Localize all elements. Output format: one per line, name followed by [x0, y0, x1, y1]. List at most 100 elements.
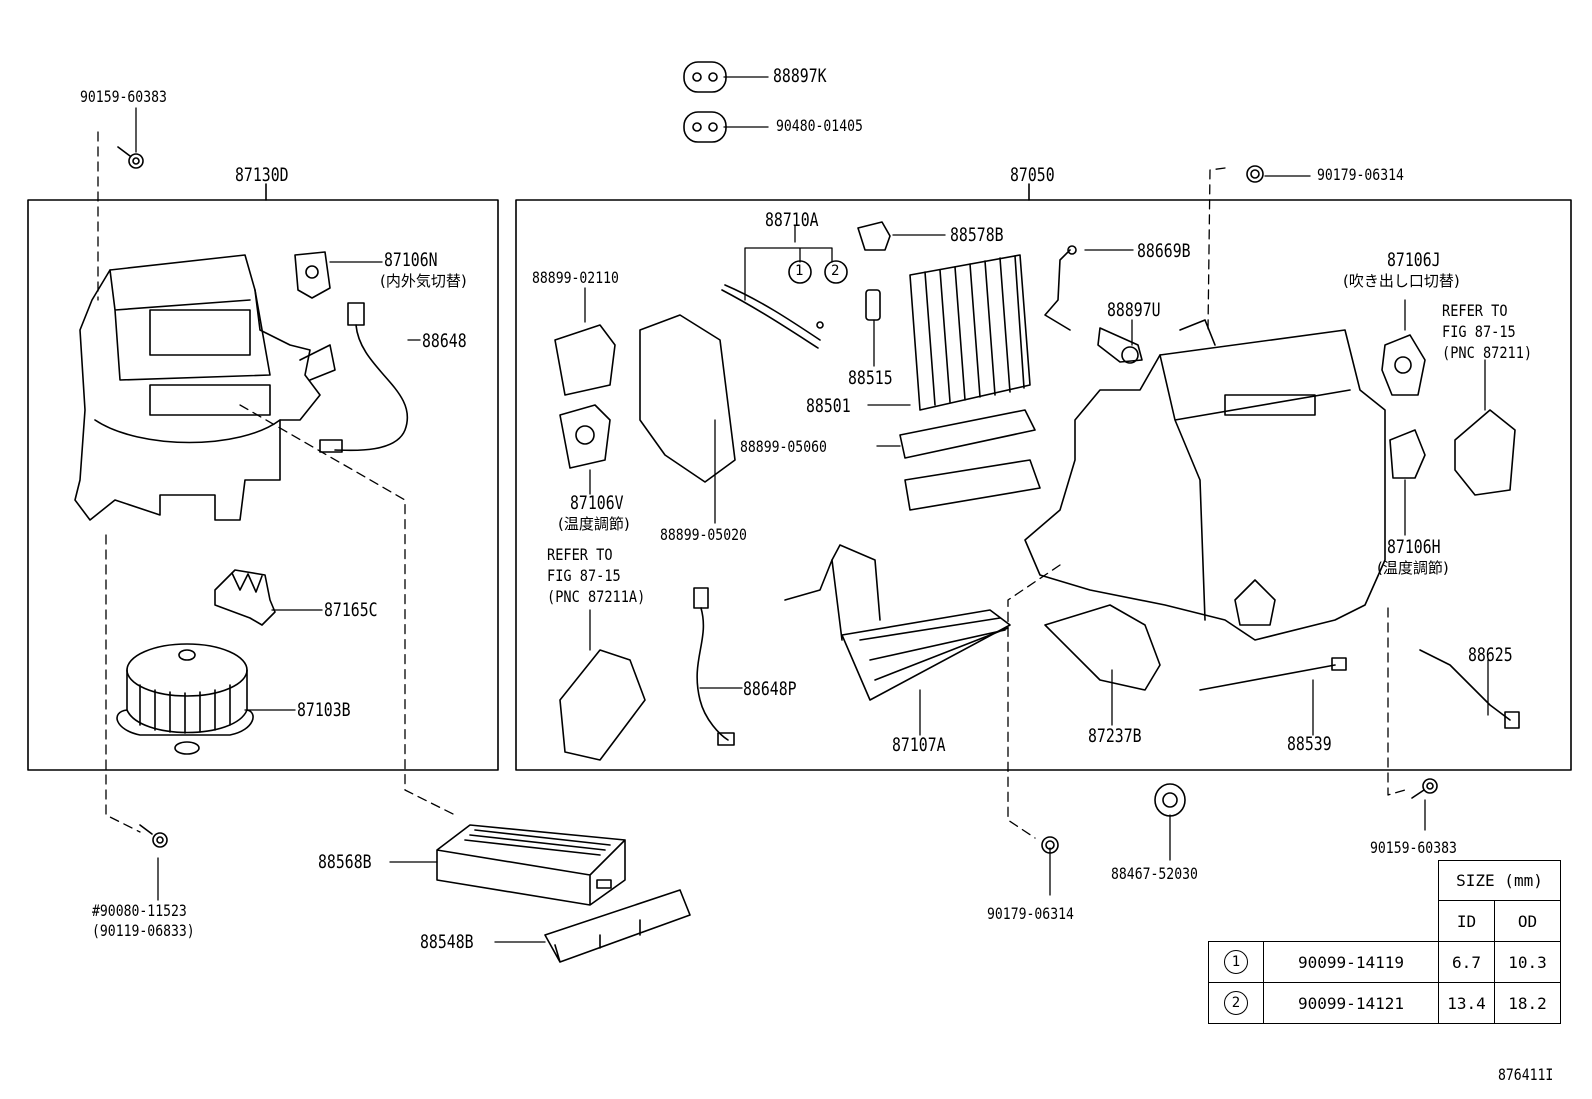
row-id: 13.4: [1438, 982, 1495, 1024]
blower-motor-87103b-drawing: [116, 643, 254, 755]
heater-core-87107a-drawing: [784, 544, 1011, 701]
sensor-88669b-drawing: [1044, 245, 1077, 331]
resistor-87165c-drawing: [214, 569, 276, 626]
callout-circles: [788, 260, 848, 284]
row-part[interactable]: 90099-14121: [1263, 982, 1439, 1024]
part-87106h-note: (温度調節): [1377, 559, 1449, 577]
part-88515[interactable]: 88515: [848, 367, 893, 389]
col-od-header: OD: [1494, 900, 1561, 942]
part-88578b[interactable]: 88578B: [950, 224, 1004, 246]
part-88539[interactable]: 88539: [1287, 733, 1332, 755]
part-87106j-note: (吹き出し口切替): [1343, 272, 1460, 290]
table-row: 1 90099-14119 6.7 10.3: [1208, 941, 1561, 983]
col-id-header: ID: [1438, 900, 1495, 942]
wire-88648-drawing: [319, 302, 408, 453]
part-88899-02110[interactable]: 88899-02110: [532, 268, 619, 287]
part-87106n[interactable]: 87106N: [384, 249, 438, 271]
callout-1: 1: [795, 263, 804, 279]
servo-87106h-drawing: [1389, 429, 1426, 479]
refer-note-right-line1: REFER TO: [1442, 301, 1508, 320]
servo-87106v-drawing: [559, 404, 611, 469]
row-od: 18.2: [1494, 982, 1561, 1024]
part-90159-60383-bottom[interactable]: 90159-60383: [1370, 838, 1457, 857]
part-88710a[interactable]: 88710A: [765, 209, 819, 231]
row-ref: 2: [1224, 991, 1248, 1015]
sensor-88515-drawing: [865, 289, 881, 321]
part-87106n-note: (内外気切替): [380, 272, 467, 290]
right-group-frame: [515, 199, 1572, 771]
nut-90179-bottom: [1041, 836, 1059, 854]
pipe-88710a-drawing: [721, 284, 824, 349]
servo-87106n-drawing: [294, 251, 331, 299]
part-87107a[interactable]: 87107A: [892, 734, 946, 756]
rod-88539-drawing: [1199, 657, 1347, 691]
refer-note-right-line3: (PNC 87211): [1442, 343, 1533, 362]
group-label-87130d: 87130D: [235, 164, 289, 186]
part-88648p[interactable]: 88648P: [743, 678, 797, 700]
screw-90159-bottom: [1411, 778, 1438, 799]
leader-lines: [135, 76, 1489, 943]
part-88467-52030[interactable]: 88467-52030: [1111, 864, 1198, 883]
holder-88548b-drawing: [544, 889, 691, 963]
refer-note-left-line3: (PNC 87211A): [547, 587, 646, 606]
duct-87237b-drawing: [1044, 604, 1161, 691]
refer-note-right-line2: FIG 87-15: [1442, 322, 1516, 341]
cover-88578b-drawing: [857, 221, 891, 251]
grommet-88467: [1154, 783, 1186, 817]
part-88625[interactable]: 88625: [1468, 644, 1513, 666]
duct-87211a-drawing: [559, 649, 646, 761]
part-87103b[interactable]: 87103B: [297, 699, 351, 721]
part-90480-01405[interactable]: 90480-01405: [776, 116, 863, 135]
callout-2: 2: [831, 263, 840, 279]
refer-note-left-line2: FIG 87-15: [547, 566, 621, 585]
row-part[interactable]: 90099-14119: [1263, 941, 1439, 983]
part-88648[interactable]: 88648: [422, 330, 467, 352]
size-table: SIZE (mm) ID OD 1 90099-14119 6.7 10.3 2…: [1208, 860, 1561, 1024]
heater-case-drawing: [1024, 319, 1386, 641]
part-88501[interactable]: 88501: [806, 395, 851, 417]
size-header: SIZE (mm): [1438, 860, 1561, 901]
seal-88899-02110-drawing: [554, 324, 616, 396]
part-88897u[interactable]: 88897U: [1107, 299, 1161, 321]
part-90179-06314-bottom[interactable]: 90179-06314: [987, 904, 1074, 923]
part-87106v[interactable]: 87106V: [570, 492, 624, 514]
wire-88648p-drawing: [693, 587, 735, 746]
dashed-leaders: [97, 131, 1406, 839]
row-id: 6.7: [1438, 941, 1495, 983]
duct-87211-drawing: [1454, 409, 1516, 496]
valve-88897u-drawing: [1097, 327, 1143, 364]
case-88899-05020-drawing: [639, 314, 736, 483]
group-label-87050: 87050: [1010, 164, 1055, 186]
part-88568b[interactable]: 88568B: [318, 851, 372, 873]
nut-90179-top: [1246, 165, 1264, 183]
table-row: 2 90099-14121 13.4 18.2: [1208, 982, 1561, 1024]
part-90179-06314-top[interactable]: 90179-06314: [1317, 165, 1404, 184]
figure-id: 876411I: [1498, 1065, 1554, 1084]
part-88669b[interactable]: 88669B: [1137, 240, 1191, 262]
part-87165c[interactable]: 87165C: [324, 599, 378, 621]
evaporator-88501-drawing: [909, 254, 1031, 411]
seal-88899-05060-drawing: [899, 409, 1041, 511]
refer-note-left-line1: REFER TO: [547, 545, 613, 564]
screw-90159-top: [117, 146, 144, 169]
part-90119-06833[interactable]: (90119-06833): [92, 921, 195, 940]
servo-87106j-drawing: [1381, 334, 1426, 396]
wire-88625-drawing: [1419, 649, 1520, 729]
gasket-90480: [683, 111, 727, 143]
screw-90080-bottom: [139, 824, 168, 848]
blower-case-drawing: [74, 254, 336, 521]
row-ref: 1: [1224, 950, 1248, 974]
part-90080-11523[interactable]: #90080-11523: [92, 901, 187, 920]
part-90159-60383-top[interactable]: 90159-60383: [80, 87, 167, 106]
part-88897k[interactable]: 88897K: [773, 65, 827, 87]
part-87237b[interactable]: 87237B: [1088, 725, 1142, 747]
filter-88568b-drawing: [436, 824, 626, 906]
part-87106h[interactable]: 87106H: [1387, 536, 1441, 558]
part-87106v-note: (温度調節): [558, 515, 630, 533]
left-group-frame: [27, 199, 499, 771]
part-88899-05020[interactable]: 88899-05020: [660, 525, 747, 544]
part-88899-05060[interactable]: 88899-05060: [740, 437, 827, 456]
part-87106j[interactable]: 87106J: [1387, 249, 1441, 271]
part-88548b[interactable]: 88548B: [420, 931, 474, 953]
